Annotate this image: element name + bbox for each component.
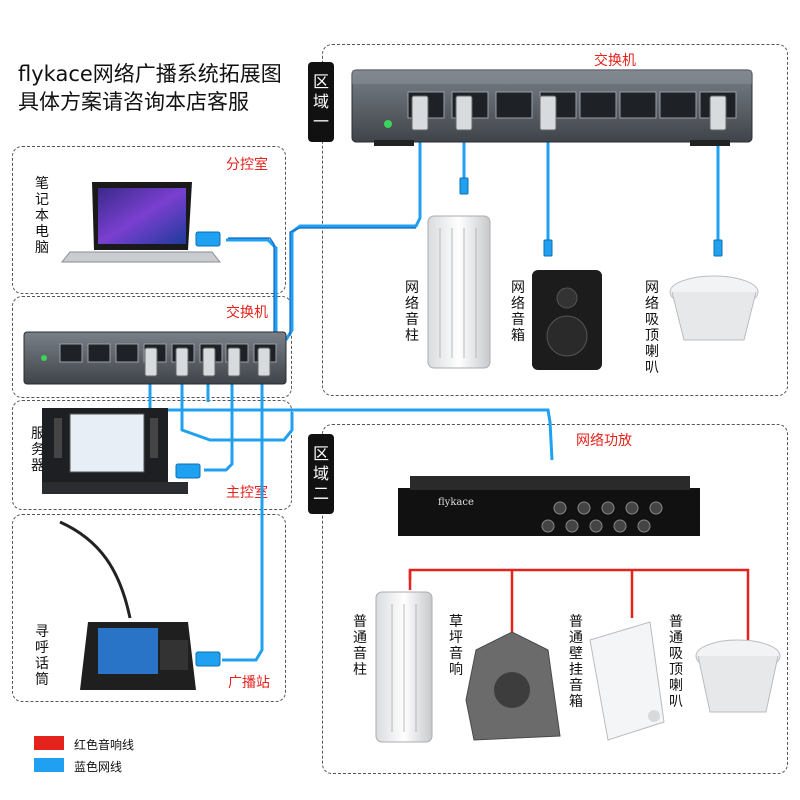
broadcast-station-box [12, 514, 286, 702]
switch-top [351, 69, 753, 146]
paging-mic-label: 寻呼话筒 [35, 624, 49, 688]
server-icon [42, 408, 188, 494]
laptop-label: 笔记本电脑 [35, 176, 49, 256]
speaker-wires [408, 568, 750, 640]
lawn-speaker-icon [465, 631, 561, 741]
net-column-icon [427, 215, 491, 369]
legend-red-swatch [34, 736, 64, 750]
lawn-speaker-label: 草坪音响 [449, 614, 463, 678]
diagram-title: flykace网络广播系统拓展图 具体方案请咨询本店客服 [18, 60, 282, 116]
title-line2: 具体方案请咨询本店客服 [18, 90, 249, 114]
switch-top-label: 交换机 [594, 53, 636, 69]
legend-blue-label: 蓝色网线 [74, 760, 123, 774]
broadcast-station-label: 广播站 [228, 675, 270, 691]
switch-left [23, 331, 287, 385]
net-ceiling-icon [669, 275, 759, 341]
legend-red-label: 红色音响线 [74, 738, 135, 752]
network-cables [148, 140, 554, 662]
zone1-box [322, 44, 788, 396]
legend-blue-swatch [34, 758, 64, 772]
net-amp-label: 网络功放 [576, 433, 632, 449]
switch-left-box [12, 296, 292, 398]
net-box-icon [532, 270, 602, 370]
net-box-label: 网络音箱 [511, 280, 525, 344]
plain-column-icon [375, 591, 433, 743]
server-label: 服务器 [31, 426, 45, 474]
main-control-box [12, 400, 292, 510]
net-amp-icon [398, 476, 700, 536]
title-line1: flykace网络广播系统拓展图 [18, 62, 282, 86]
laptop-icon [60, 182, 222, 263]
net-ceiling-label: 网络吸顶喇叭 [645, 280, 659, 376]
main-control-label: 主控室 [226, 485, 268, 501]
zone2-tag: 区域二 [308, 434, 334, 514]
zone1-tag: 区域一 [308, 62, 334, 142]
sub-control-label: 分控室 [226, 157, 268, 173]
wall-speaker-label: 普通壁挂音箱 [569, 614, 583, 710]
plain-ceiling-icon [695, 639, 781, 713]
switch-left-label: 交换机 [226, 305, 268, 321]
net-column-label: 网络音柱 [405, 280, 419, 344]
wall-speaker-icon [589, 621, 665, 741]
zone2-box [322, 424, 788, 774]
sub-control-box [12, 146, 286, 294]
amp-brand-text: flykace [438, 497, 474, 508]
plain-column-label: 普通音柱 [353, 614, 367, 678]
paging-mic-icon [59, 520, 196, 690]
plain-ceiling-label: 普通吸顶喇叭 [669, 614, 683, 710]
